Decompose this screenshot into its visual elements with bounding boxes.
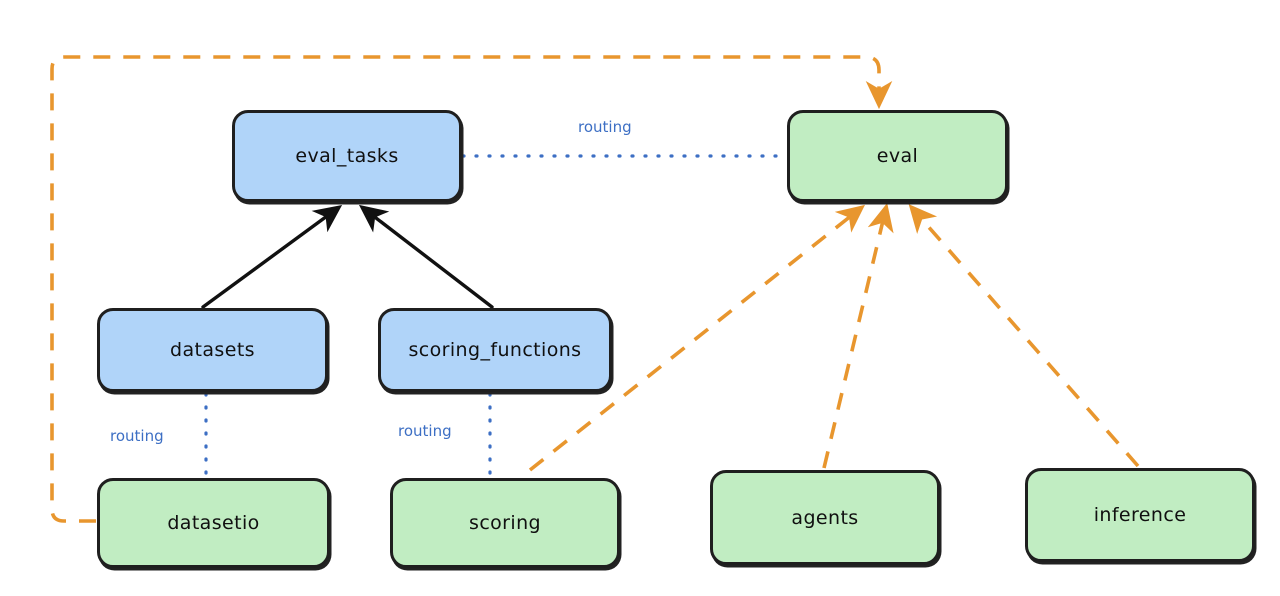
- node-label-scoring-functions: scoring_functions: [408, 339, 582, 361]
- node-label-agents: agents: [791, 506, 859, 529]
- node-datasetio[interactable]: datasetio: [97, 478, 330, 568]
- edge-label-routing-datasets: routing: [110, 427, 164, 445]
- node-scoring-functions[interactable]: scoring_functions: [378, 308, 612, 392]
- node-scoring[interactable]: scoring: [390, 478, 620, 568]
- edge-inference-to-eval: [908, 204, 1140, 468]
- node-label-datasetio: datasetio: [167, 512, 260, 534]
- edge-scoring-functions-to-eval-tasks: [358, 204, 494, 309]
- node-label-scoring: scoring: [469, 512, 541, 534]
- edge-label-routing-scoring-functions: routing: [398, 422, 452, 440]
- node-label-eval: eval: [876, 145, 919, 167]
- node-agents[interactable]: agents: [710, 470, 940, 565]
- edge-label-routing-eval-tasks: routing: [578, 118, 632, 136]
- edge-datasetio-to-eval: [50, 55, 893, 523]
- node-label-inference: inference: [1093, 504, 1187, 526]
- edge-agents-to-eval: [822, 203, 894, 469]
- node-eval-tasks[interactable]: eval_tasks: [232, 110, 462, 202]
- node-label-datasets: datasets: [170, 339, 255, 361]
- edge-datasets-to-eval-tasks: [201, 204, 343, 309]
- node-label-eval-tasks: eval_tasks: [295, 145, 399, 167]
- node-eval[interactable]: eval: [787, 110, 1008, 202]
- node-datasets[interactable]: datasets: [97, 308, 328, 392]
- node-inference[interactable]: inference: [1025, 468, 1255, 562]
